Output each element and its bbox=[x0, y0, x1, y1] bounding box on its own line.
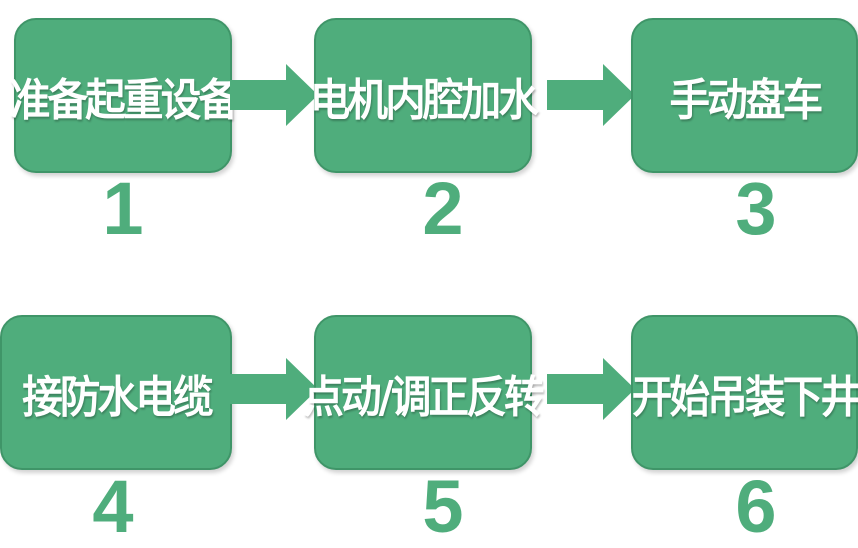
step-box-6: 开始吊装下井 bbox=[631, 315, 858, 470]
step-label-5: 点动/调正反转 bbox=[303, 371, 545, 423]
step-number-1: 1 bbox=[102, 167, 144, 250]
step-number-3: 3 bbox=[735, 167, 777, 250]
step-box-4: 接防水电缆 bbox=[0, 315, 232, 470]
step-label-1: 准备起重设备 bbox=[9, 74, 239, 126]
step-number-4: 4 bbox=[92, 465, 134, 548]
step-label-2: 电机内腔加水 bbox=[309, 74, 539, 126]
arrow-right-icon bbox=[547, 358, 635, 420]
step-box-1: 准备起重设备 bbox=[10, 18, 239, 173]
step-number-6: 6 bbox=[735, 465, 777, 548]
step-label-4: 接防水电缆 bbox=[21, 371, 213, 423]
step-number-5: 5 bbox=[422, 465, 464, 548]
arrow-right-icon bbox=[230, 64, 318, 126]
step-box-2: 电机内腔加水 bbox=[310, 18, 539, 173]
step-number-2: 2 bbox=[422, 167, 464, 250]
arrow-right-icon bbox=[230, 358, 318, 420]
step-box-5: 点动/调正反转 bbox=[304, 315, 545, 470]
arrow-right-icon bbox=[547, 64, 635, 126]
step-label-3: 手动盘车 bbox=[669, 74, 823, 126]
step-label-6: 开始吊装下井 bbox=[631, 371, 858, 423]
step-box-3: 手动盘车 bbox=[631, 18, 858, 173]
